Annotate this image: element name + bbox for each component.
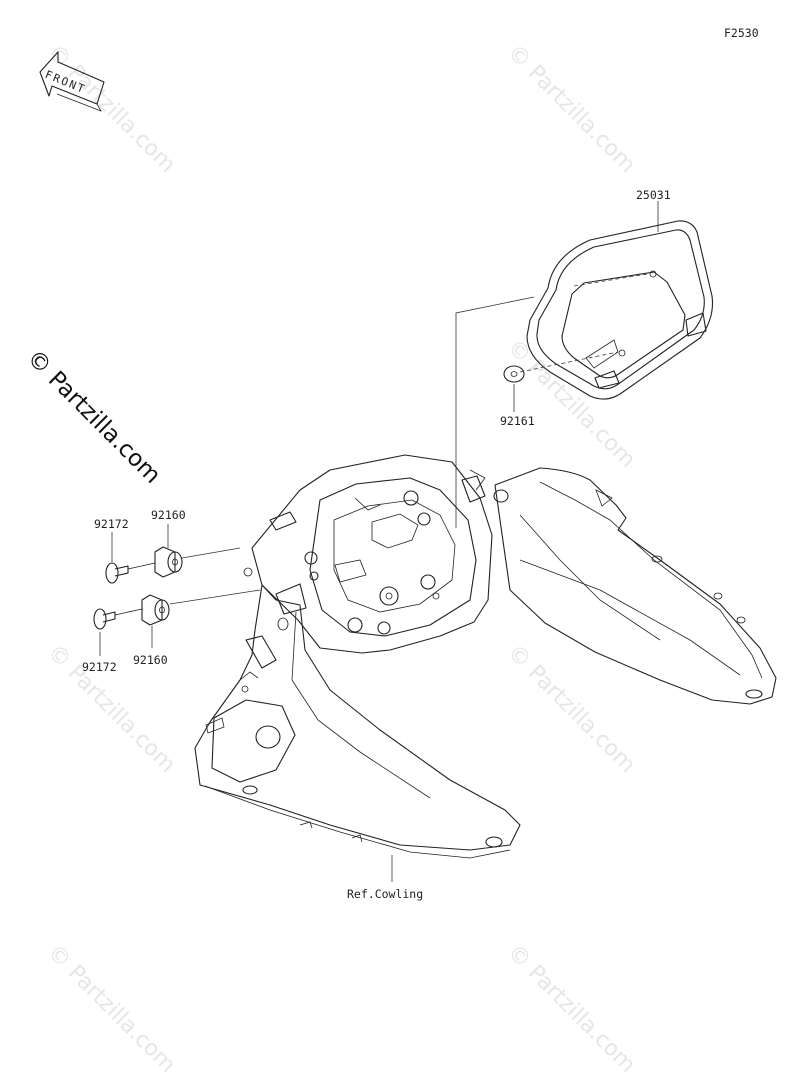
part-label-92161[interactable]: 92161 bbox=[500, 414, 535, 428]
reference-cowling-label: Ref.Cowling bbox=[347, 887, 424, 901]
part-label-92172-lower[interactable]: 92172 bbox=[82, 660, 117, 674]
part-label-92160-upper[interactable]: 92160 bbox=[151, 508, 186, 522]
front-arrow-icon bbox=[39, 51, 105, 112]
diagram-drawing bbox=[39, 51, 777, 882]
cowling-bracket-icon bbox=[194, 454, 777, 859]
part-label-92172-upper[interactable]: 92172 bbox=[94, 517, 129, 531]
part-label-25031[interactable]: 25031 bbox=[636, 188, 671, 202]
grommet-92160-lower-icon bbox=[141, 594, 170, 626]
figure-code: F2530 bbox=[724, 26, 759, 40]
washer-92161-icon bbox=[503, 365, 525, 383]
grommet-92160-upper-icon bbox=[154, 546, 183, 578]
parts-diagram: © Partzilla.com © Partzilla.com © Partzi… bbox=[22, 26, 777, 1078]
screw-92172-lower-icon bbox=[93, 608, 116, 630]
meter-assembly-icon bbox=[519, 220, 714, 400]
screw-92172-upper-icon bbox=[105, 562, 129, 584]
part-label-92160-lower[interactable]: 92160 bbox=[133, 653, 168, 667]
